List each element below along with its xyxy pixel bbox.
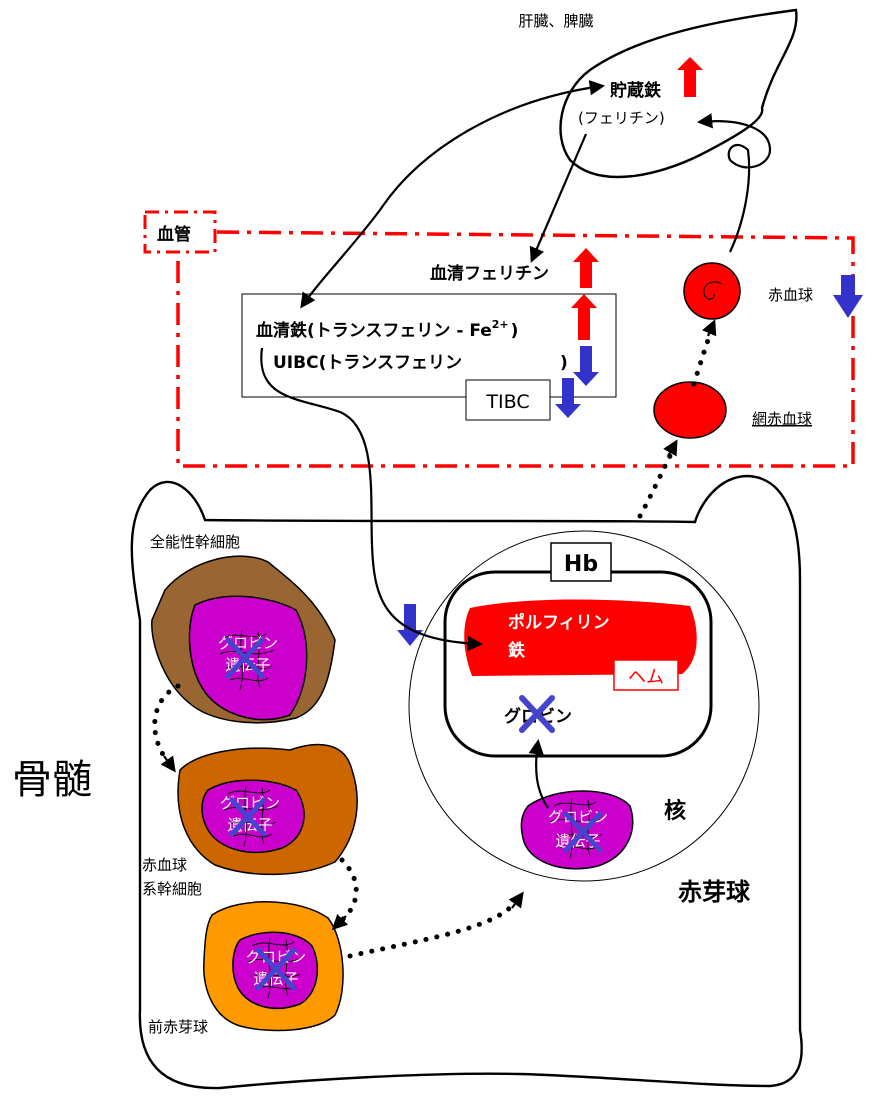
liver-outline [559, 8, 798, 179]
erythroblast-nucleus [520, 790, 634, 870]
marrow-iron-down-arrow-icon [397, 604, 423, 646]
hb-label-box [550, 542, 612, 582]
storage-iron-up-arrow-icon [677, 57, 703, 97]
stem-to-erythroid-dots [152, 683, 181, 765]
erythroid-stem-label-1: 赤血球 [142, 856, 187, 874]
uibc-label: UIBC(トランスフェリン [273, 353, 462, 373]
marrow-to-reticulocyte-head [663, 439, 678, 457]
iron-label: 鉄 [508, 640, 525, 661]
flow-arrows [152, 80, 772, 959]
hb-label: Hb [564, 552, 598, 577]
tibc-label: TIBC [485, 391, 529, 413]
uibc-close: ) [560, 353, 568, 373]
nucleus-label: 核 [664, 798, 686, 824]
erythroblast-x-mark-icon [563, 811, 603, 853]
globin-x-mark-icon [519, 695, 555, 733]
nucleus-to-globin-arrow [528, 738, 549, 809]
ferritin-label: (フェリチン) [578, 109, 665, 127]
blood-vessel: 血管 血清フェリチン 血清鉄(トランスフェリン - Fe2+) UIBC(トラン… [143, 210, 863, 468]
storage-to-serum-ferritin-arrow [529, 133, 588, 263]
pro-gene-label-1: グロビン [246, 948, 306, 966]
serum-ferritin-label: 血清フェリチン [430, 263, 549, 284]
marrow-to-reticulocyte-dots [637, 449, 675, 519]
storage-to-serum-iron-arrow [300, 80, 606, 309]
porphyrin-label: ポルフィリン [508, 612, 610, 633]
heme-label: ヘム [628, 667, 664, 688]
rbc-to-storage-arrow [696, 113, 772, 253]
proerythroblast-label: 前赤芽球 [148, 1018, 208, 1036]
uibc-down-arrow-icon [573, 346, 599, 386]
bone-marrow-outline [130, 474, 803, 1090]
serum-iron-close: ) [511, 321, 519, 341]
rbc-label: 赤血球 [768, 286, 813, 304]
pro-to-erythroblast-dots [347, 901, 517, 959]
erythroid-to-pro-head [331, 913, 349, 931]
tibc-box [465, 379, 551, 421]
serum-iron-label: 血清鉄(トランスフェリン - Fe [256, 320, 492, 341]
erythroid-to-pro-dots [339, 857, 359, 923]
pluripotent-stem-label: 全能性幹細胞 [150, 533, 240, 551]
reticulocyte [653, 381, 727, 439]
vessel-label: 血管 [157, 224, 191, 245]
rbc-concavity [703, 281, 723, 300]
pro-x-mark-icon [255, 947, 297, 991]
erythroid-stem-nucleus [201, 779, 305, 854]
reticulocyte-label: 網赤血球 [752, 410, 812, 428]
rbc-down-arrow-icon [833, 275, 863, 318]
stem-x-mark-icon [225, 637, 265, 679]
tibc-down-arrow-icon [555, 378, 581, 418]
reticulocyte-to-rbc-head [702, 319, 717, 337]
serum-iron-to-marrow-arrow [260, 347, 484, 652]
erythroid-gene-label-1: グロビン [220, 794, 280, 812]
serum-iron-line: 血清鉄(トランスフェリン - Fe2+) [256, 318, 518, 341]
vessel-border [176, 230, 855, 468]
heme-label-box [613, 659, 679, 691]
heme-region [464, 599, 697, 676]
pro-to-erythroblast-head [508, 891, 524, 909]
erythroblast-label: 赤芽球 [678, 878, 751, 906]
stem-gene-label-1: グロビン [218, 634, 278, 652]
serum-ferritin-up-arrow-icon [573, 248, 599, 288]
liver-spleen-label: 肝臓、脾臓 [518, 12, 593, 30]
erythroid-stem-label-2: 系幹細胞 [142, 880, 202, 898]
red-blood-cell [683, 262, 741, 320]
erythroid-x-mark-icon [229, 797, 267, 837]
vessel-label-box [143, 210, 217, 254]
stem-to-erythroid-head [160, 755, 176, 773]
bone-marrow-label: 骨髄 [12, 757, 92, 803]
serum-iron-box [241, 293, 617, 398]
serum-iron-superscript: 2+ [492, 318, 509, 331]
reticulocyte-to-rbc-dots [691, 325, 715, 387]
storage-iron-label: 貯蔵鉄 [610, 80, 661, 101]
bone-marrow: 骨髄 全能性幹細胞 グロビン 遺伝子 グロビン 遺伝子 赤血球 系幹細胞 グロビ… [12, 474, 803, 1090]
